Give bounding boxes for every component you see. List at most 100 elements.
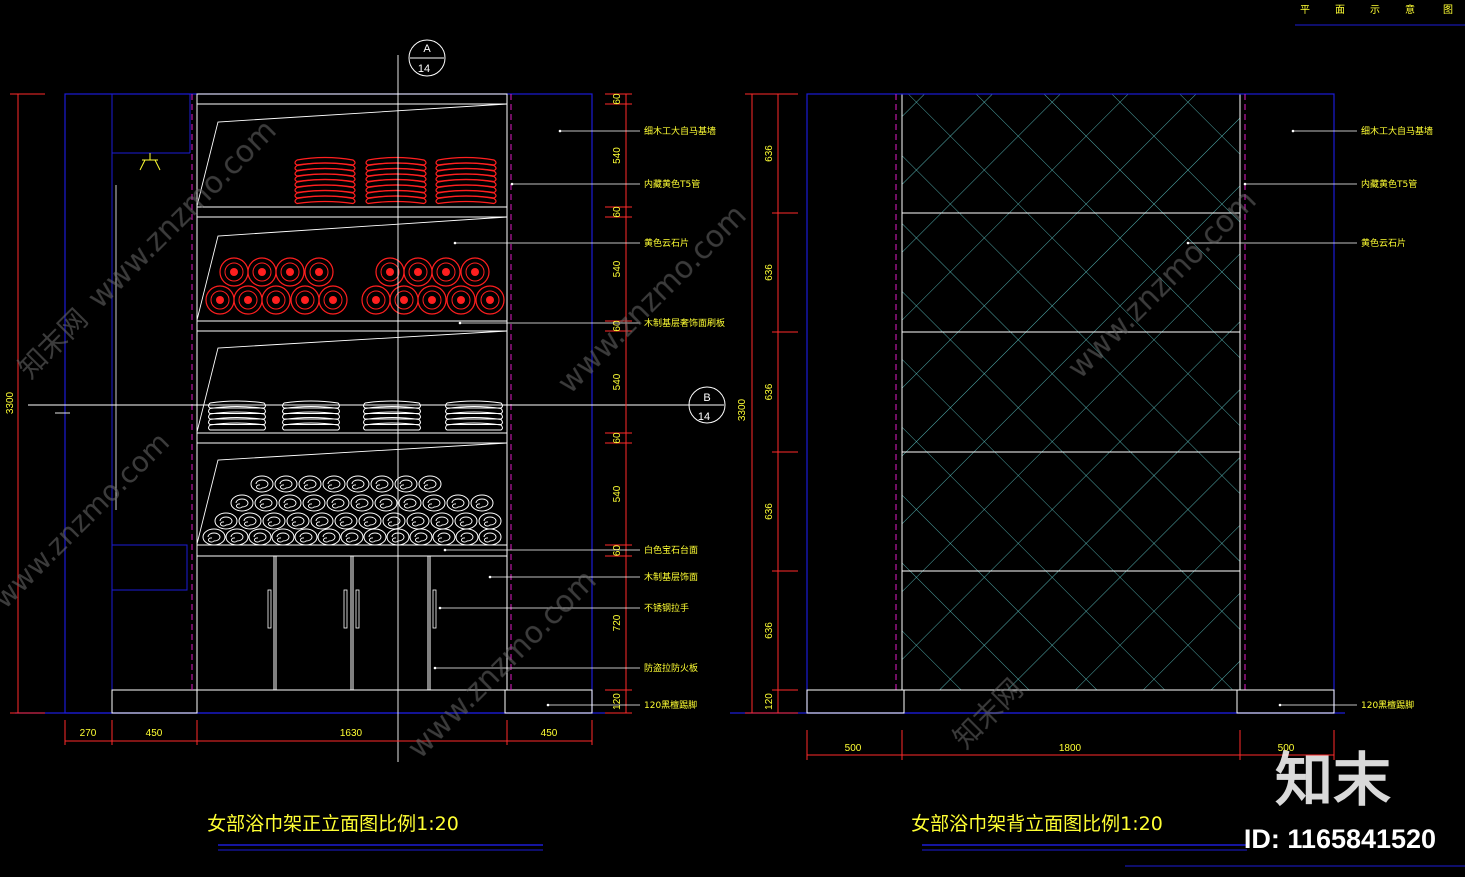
towel-roll [375, 257, 405, 287]
watermark-site: www.znzmo.com [551, 198, 754, 401]
plan-note-char: 示 [1370, 5, 1380, 16]
folded-towel [282, 400, 340, 431]
towel-roll-white [274, 475, 298, 493]
leader-note: 内藏黄色T5管 [510, 178, 700, 190]
towel-roll [304, 257, 334, 287]
towel-roll [431, 257, 461, 287]
dim-label: 636 [764, 383, 775, 400]
towel-roll [403, 257, 433, 287]
towel-roll-white [370, 475, 394, 493]
towel-roll-white [430, 512, 454, 530]
dim-label: 3300 [5, 391, 16, 414]
towel-roll-white [250, 475, 274, 493]
leader-note: 细木工大自马基墙 [558, 125, 716, 137]
towel-roll-white [225, 528, 249, 546]
note-text: 120黑檀踢脚 [644, 699, 697, 711]
towel-white-rolls [202, 475, 502, 546]
towel-folded [208, 400, 503, 431]
dim-label: 120 [612, 693, 623, 710]
plan-note-char: 面 [1335, 5, 1345, 16]
plan-note-char: 图 [1443, 4, 1453, 16]
dim-label: 60 [612, 432, 623, 444]
dim-label: 60 [612, 93, 623, 105]
towel-roll-white [278, 494, 302, 512]
note-text: 内藏黄色T5管 [644, 178, 700, 190]
towel-rolls [205, 257, 505, 315]
dim-label: 500 [1278, 743, 1295, 754]
note-text: 黄色云石片 [644, 237, 689, 249]
watermark-site: www.znzmo.com [81, 113, 284, 316]
leader-note: 木制基层饰面 [488, 571, 698, 583]
towel-roll-white [346, 475, 370, 493]
towel-roll-white [382, 512, 406, 530]
dim-label: 636 [764, 622, 775, 639]
towel-roll-white [394, 475, 418, 493]
towel-roll-white [358, 512, 382, 530]
leader-note: 内藏黄色T5管 [1243, 178, 1417, 190]
dim-label: 60 [612, 206, 623, 218]
dim-label: 500 [845, 743, 862, 754]
dim-label: 270 [80, 728, 97, 739]
height-dimension: 3300 [737, 93, 790, 714]
towel-roll [475, 285, 505, 315]
towel-roll-white [254, 494, 278, 512]
towel-roll-white [398, 494, 422, 512]
note-text: 细木工大自马基墙 [644, 125, 716, 137]
leader-note: 120黑檀踢脚 [1278, 699, 1414, 711]
note-text: 不锈钢拉手 [644, 602, 689, 614]
plan-note-char: 意 [1405, 3, 1415, 16]
dim-label: 60 [612, 320, 623, 332]
towel-roll [318, 285, 348, 315]
towel-stack [365, 156, 427, 205]
towel-roll-white [478, 512, 502, 530]
dim-label: 540 [612, 485, 623, 502]
folded-towel [208, 400, 266, 431]
brand-logo: 知末 ID: 1165841520 [1244, 746, 1436, 854]
dim-label: 1630 [340, 728, 363, 739]
towel-roll-white [310, 512, 334, 530]
towel-roll [290, 285, 320, 315]
rear-elevation-title: 女部浴巾架背立面图比例1:20 [911, 813, 1163, 835]
dim-label: 636 [764, 503, 775, 520]
bottom-dimensions: 500 1800 500 [806, 730, 1335, 760]
leader-note: 细木工大自马基墙 [1291, 125, 1433, 137]
dim-label: 120 [764, 693, 775, 710]
towel-roll [460, 257, 490, 287]
dim-label: 1800 [1059, 743, 1082, 754]
towel-roll [275, 257, 305, 287]
note-text: 白色宝石台面 [644, 544, 698, 556]
front-elevation: A 14 B 14 3300 270 450 1630 [5, 39, 726, 851]
section-marker-a: A 14 [408, 39, 446, 77]
towel-stack [435, 156, 497, 205]
towel-roll-white [454, 512, 478, 530]
towel-roll [219, 257, 249, 287]
towel-roll-white [409, 528, 433, 546]
towel-roll-white [470, 494, 494, 512]
watermark-site: www.znzmo.com [401, 563, 604, 766]
towel-roll [417, 285, 447, 315]
towel-roll-white [432, 528, 456, 546]
towel-roll-white [446, 494, 470, 512]
height-dimension: 3300 [5, 93, 45, 714]
dim-label: 3300 [737, 398, 748, 421]
towel-roll [389, 285, 419, 315]
towel-roll-white [294, 528, 318, 546]
image-id: ID: 1165841520 [1244, 824, 1436, 854]
watermark-site: www.znzmo.com [0, 426, 176, 615]
leader-note: 黄色云石片 [1186, 237, 1406, 249]
towel-roll-white [418, 475, 442, 493]
towel-roll-white [322, 475, 346, 493]
towel-roll-white [214, 512, 238, 530]
logo-text: 知末 [1275, 746, 1391, 814]
cabinet-doors [267, 556, 437, 690]
front-elevation-title: 女部浴巾架正立面图比例1:20 [207, 813, 459, 835]
note-text: 细木工大自马基墙 [1361, 125, 1433, 137]
dim-label: 540 [612, 260, 623, 277]
towel-roll-white [363, 528, 387, 546]
leader-note: 防盗拉防火板 [433, 662, 698, 674]
towel-roll [446, 285, 476, 315]
towel-roll-white [262, 512, 286, 530]
